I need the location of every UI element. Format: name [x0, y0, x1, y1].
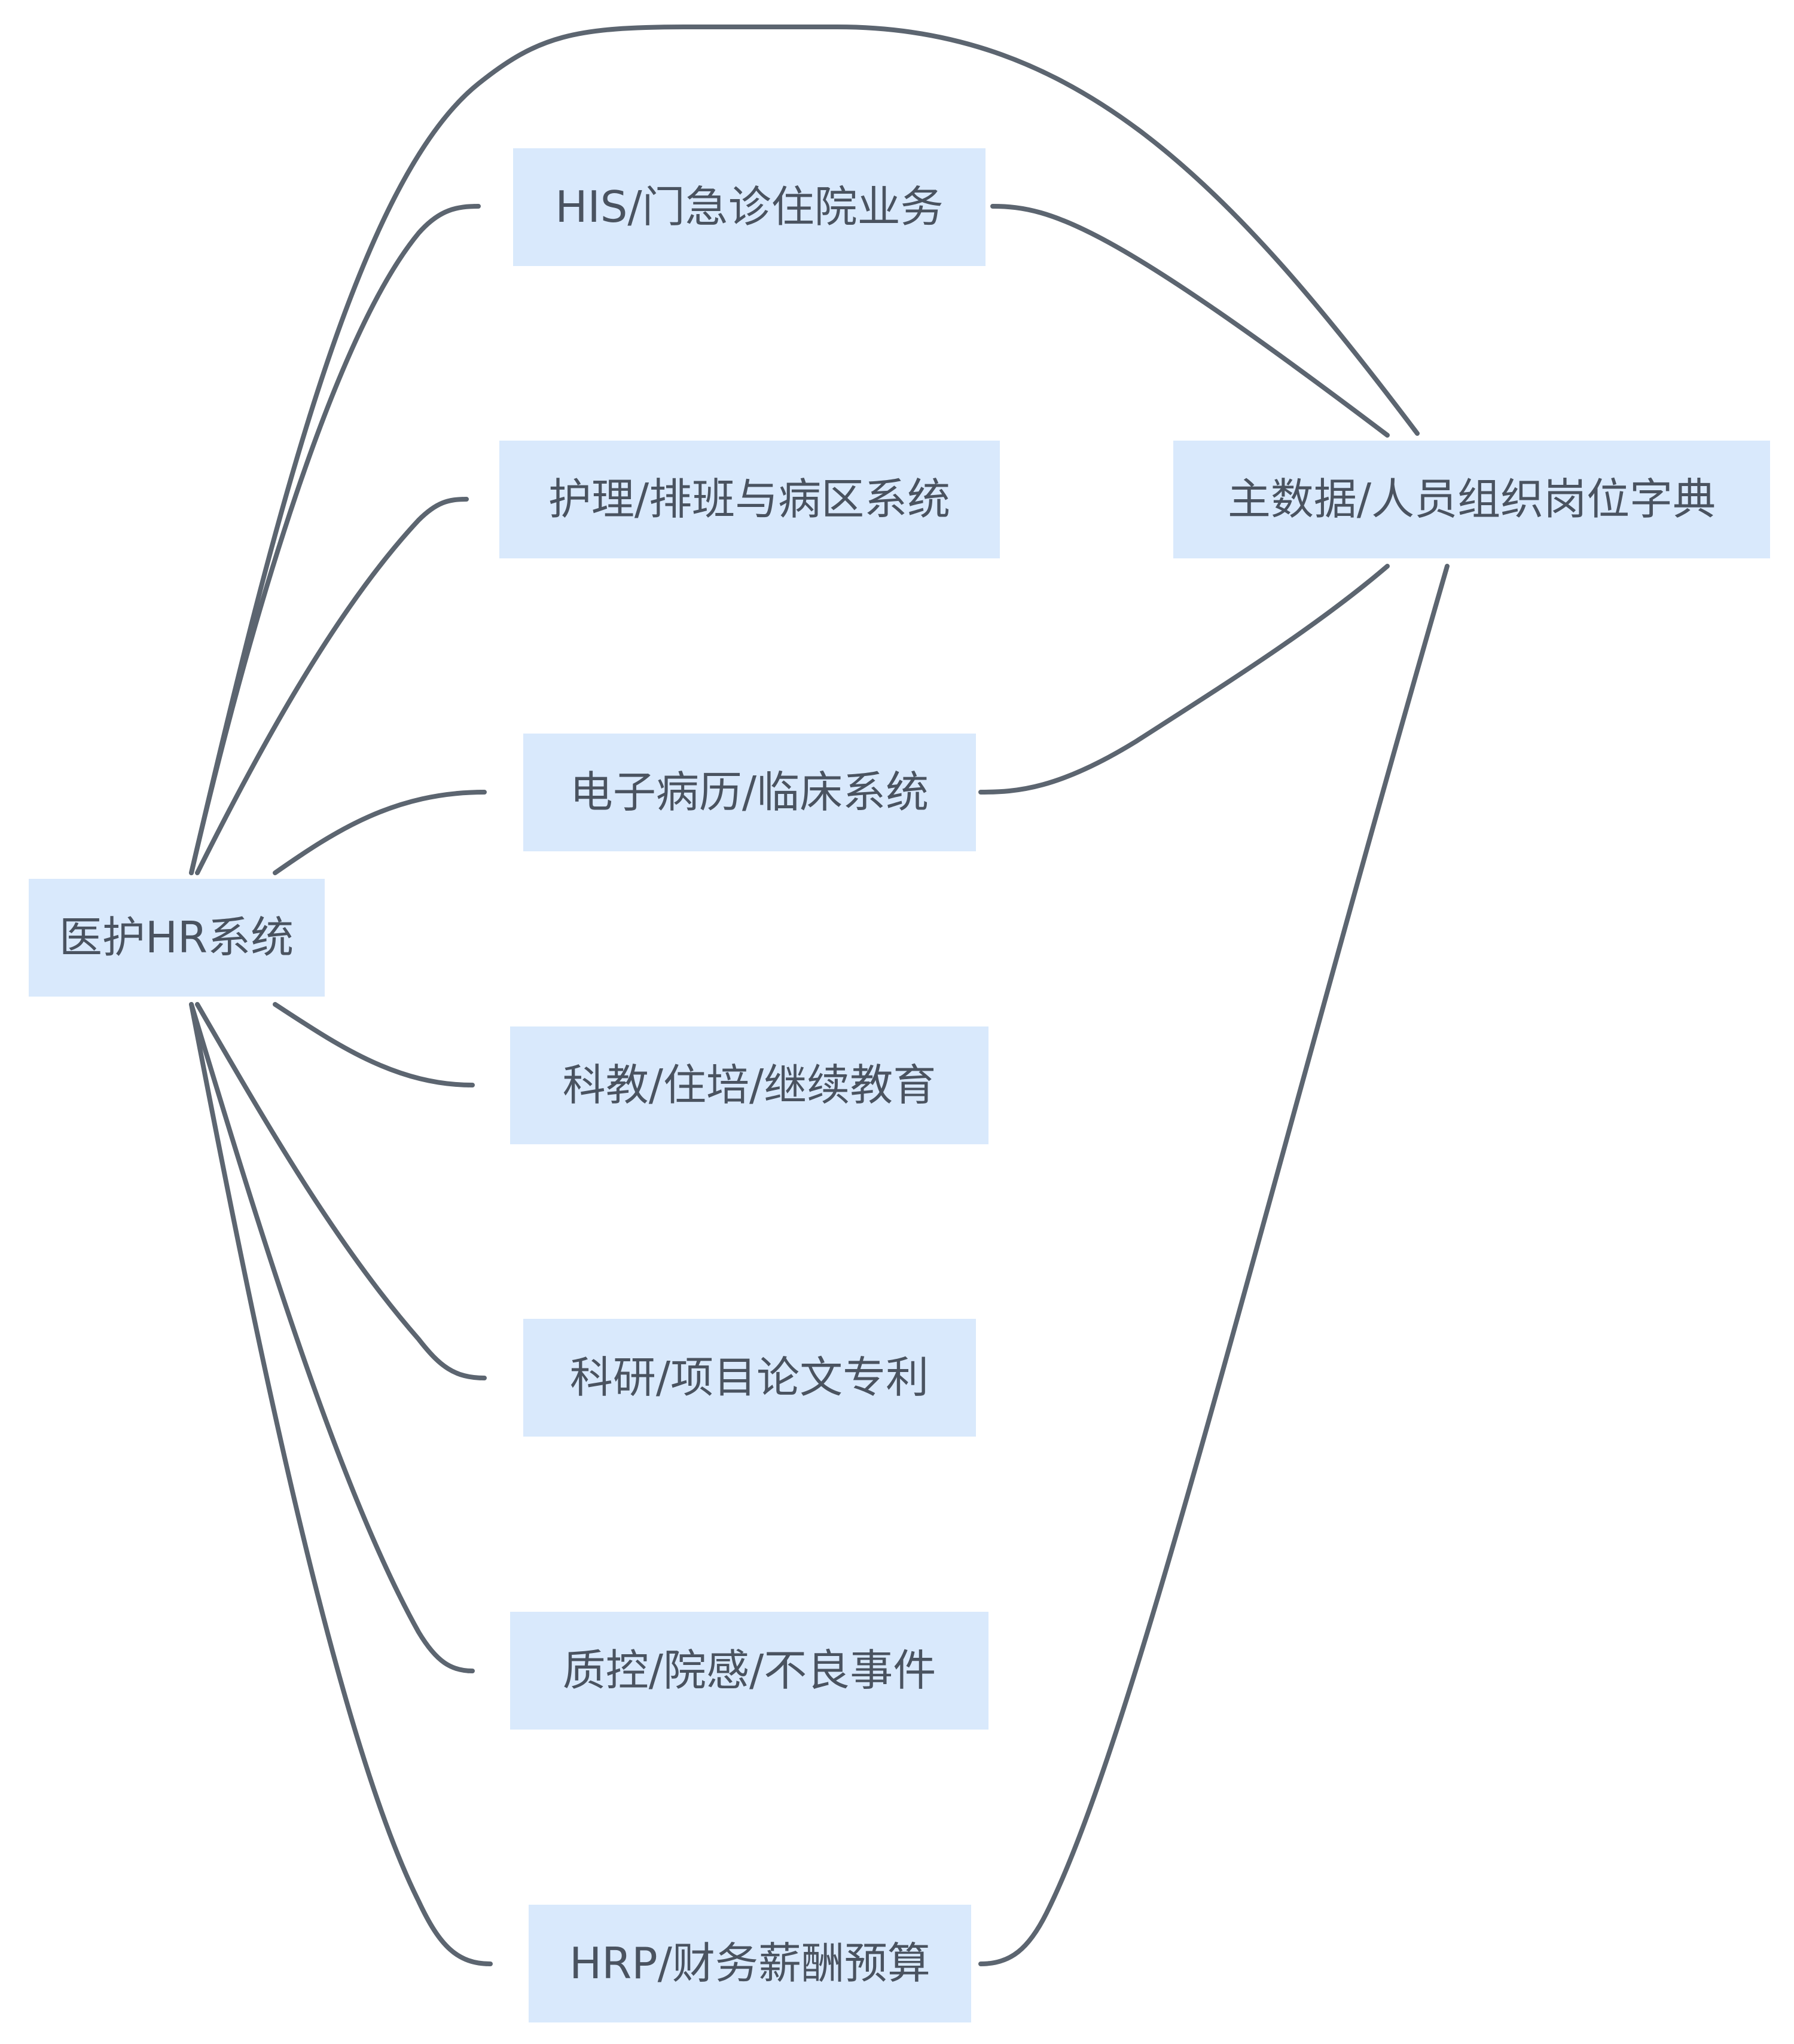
- edges: [189, 25, 1450, 1967]
- node-quality[interactable]: 质控/院感/不良事件: [510, 1612, 988, 1730]
- edge-hr-to-his: [189, 203, 481, 875]
- edge-his-to-mdm: [990, 204, 1390, 438]
- node-hr-system[interactable]: 医护HR系统: [29, 879, 325, 997]
- node-research[interactable]: 科研/项目论文专利: [523, 1319, 976, 1437]
- node-his-label: HIS/门急诊住院业务: [555, 182, 943, 232]
- edge-hr-to-edu: [273, 1002, 475, 1088]
- node-edu-box: [510, 1026, 988, 1144]
- node-his[interactable]: HIS/门急诊住院业务: [513, 148, 986, 266]
- edge-emr-to-mdm: [978, 564, 1390, 795]
- node-hrp-box: [529, 1905, 971, 2022]
- edge-hr-to-nursing: [195, 496, 469, 875]
- node-research-label: 科研/项目论文专利: [570, 1352, 929, 1403]
- node-emr-box: [523, 734, 976, 851]
- node-master-data-label: 主数据/人员组织岗位字典: [1228, 474, 1716, 524]
- node-hrp-label: HRP/财务薪酬预算: [569, 1938, 930, 1988]
- edge-hr-to-emr: [273, 789, 487, 875]
- node-master-data[interactable]: 主数据/人员组织岗位字典: [1173, 441, 1770, 558]
- node-hrp[interactable]: HRP/财务薪酬预算: [529, 1905, 971, 2022]
- edge-hr-to-quality: [189, 1002, 475, 1674]
- node-emr-label: 电子病历/临床系统: [570, 767, 929, 817]
- node-nursing-label: 护理/排班与病区系统: [548, 474, 950, 524]
- node-nursing[interactable]: 护理/排班与病区系统: [499, 441, 1000, 558]
- node-his-box: [513, 148, 986, 266]
- node-emr[interactable]: 电子病历/临床系统: [523, 734, 976, 851]
- node-nursing-box: [499, 441, 1000, 558]
- node-quality-box: [510, 1612, 988, 1730]
- edge-hr-to-hrp: [189, 1002, 493, 1967]
- node-research-box: [523, 1319, 976, 1437]
- node-hr-system-label: 医护HR系统: [59, 912, 294, 963]
- node-quality-label: 质控/院感/不良事件: [563, 1645, 936, 1695]
- node-edu-label: 科教/住培/继续教育: [563, 1060, 936, 1110]
- edge-hr-to-mdm: [189, 25, 1420, 875]
- node-master-data-box: [1173, 441, 1770, 558]
- edge-hr-to-research: [195, 1002, 487, 1381]
- node-hr-system-box: [29, 879, 325, 997]
- node-edu[interactable]: 科教/住培/继续教育: [510, 1026, 988, 1144]
- edge-hrp-to-mdm: [978, 564, 1450, 1966]
